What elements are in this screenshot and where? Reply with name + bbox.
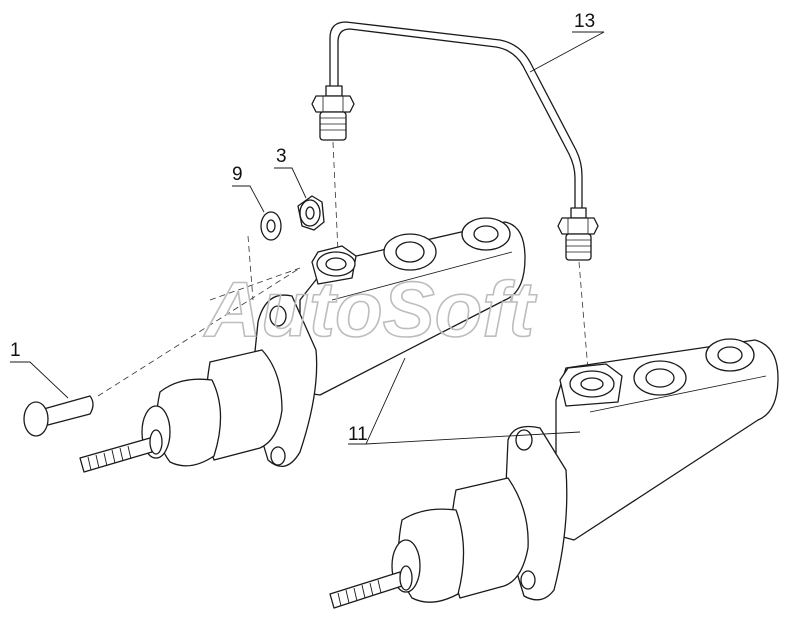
label-1: 1	[10, 340, 21, 361]
callout-labels: 1 9 3 13 11	[10, 11, 595, 445]
pipe-fitting-lower	[557, 207, 599, 261]
brake-pipe-13	[329, 21, 583, 211]
label-13: 13	[574, 11, 595, 32]
nut-3	[297, 195, 325, 231]
watermark-logo: AutoSoft	[203, 265, 537, 353]
leader-lines	[10, 31, 605, 445]
master-cylinder-lower	[329, 338, 779, 609]
label-11: 11	[348, 424, 368, 445]
washer-9	[260, 211, 282, 241]
pipe-fitting-upper	[311, 85, 355, 141]
assembly-guide-lines	[97, 141, 589, 397]
label-9: 9	[232, 164, 243, 185]
bolt-1	[23, 395, 94, 437]
label-3: 3	[276, 146, 287, 167]
master-cylinder-upper	[79, 217, 526, 473]
